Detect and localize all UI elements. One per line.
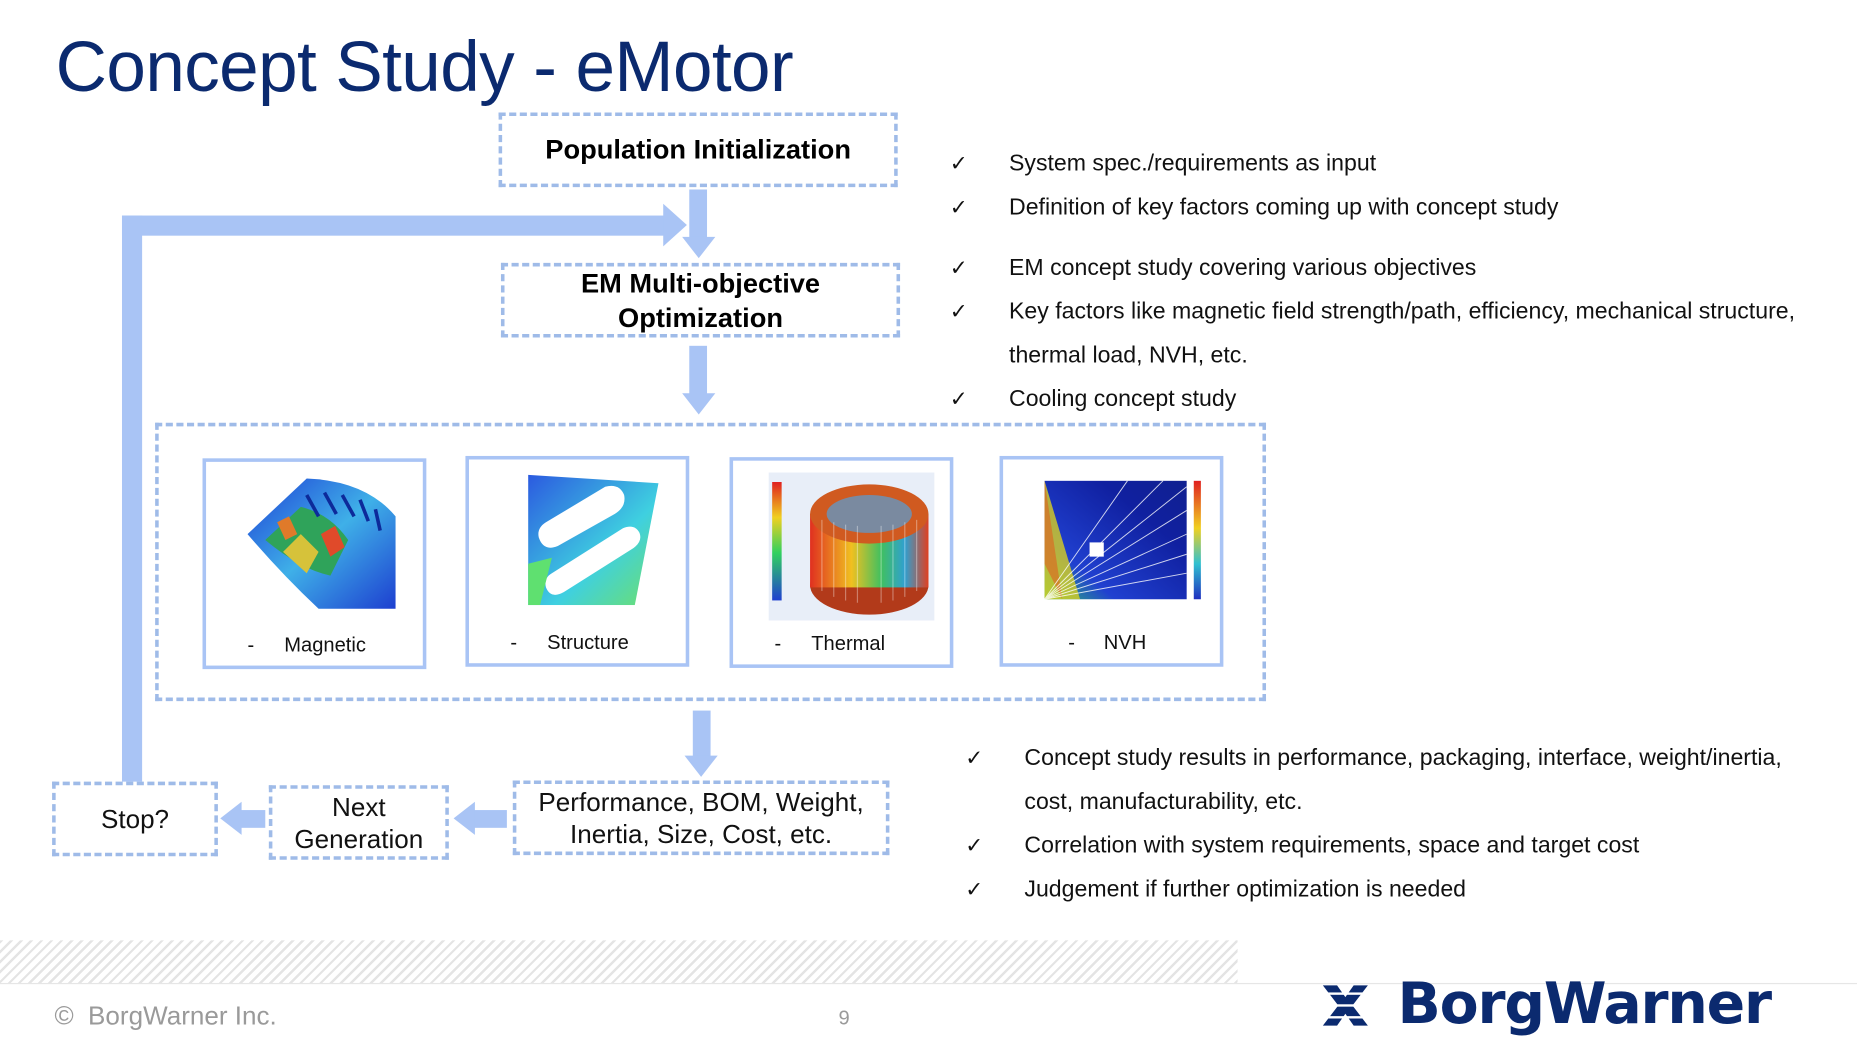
bullet-text: Concept study results in performance, pa… xyxy=(1024,744,1782,771)
down-arrow-2-head xyxy=(682,393,716,415)
copyright-text: BorgWarner Inc. xyxy=(88,1000,277,1031)
bullet-text: Key factors like magnetic field strength… xyxy=(1009,298,1796,325)
bullet-item: ✓ Key factors like magnetic field strengt… xyxy=(950,290,1795,334)
bullet-text: System spec./requirements as input xyxy=(1009,150,1377,177)
down-arrow-1-shaft xyxy=(689,189,708,240)
bullet-item-continuation: cost, manufacturability, etc. xyxy=(965,780,1782,824)
analysis-panel-thermal: - Thermal xyxy=(729,457,954,668)
check-icon: ✓ xyxy=(965,833,984,858)
bullet-item: ✓ Concept study results in performance, p… xyxy=(965,737,1782,781)
logo-wordmark: BorgWarner xyxy=(1397,971,1772,1038)
footer-stripe xyxy=(0,940,1238,983)
check-icon: ✓ xyxy=(965,746,984,770)
copyright-symbol: © xyxy=(54,1000,74,1031)
em-optimization-label-line2: Optimization xyxy=(618,301,783,333)
magnetic-dash: - xyxy=(247,633,255,657)
nvh-caption: NVH xyxy=(1103,631,1147,654)
loop-arrow-vertical xyxy=(121,215,143,785)
left-arrow-1-shaft xyxy=(473,810,507,828)
loop-arrow-head xyxy=(663,203,687,247)
bullet-item-continuation: thermal load, NVH, etc. xyxy=(950,334,1795,378)
thermal-simulation-image xyxy=(768,472,935,621)
loop-arrow-horizontal xyxy=(121,215,667,236)
stop-box: Stop? xyxy=(52,781,218,857)
down-arrow-2-shaft xyxy=(689,345,708,396)
bullet-text: Definition of key factors coming up with… xyxy=(1009,194,1559,221)
results-label-line1: Performance, BOM, Weight, xyxy=(538,786,864,817)
left-arrow-2-head xyxy=(220,801,242,835)
next-generation-label-line2: Generation xyxy=(294,823,424,854)
page-title: Concept Study - eMotor xyxy=(55,27,794,107)
thermal-caption: Thermal xyxy=(811,632,886,655)
down-arrow-3-shaft xyxy=(692,710,711,758)
check-icon: ✓ xyxy=(949,195,968,220)
structure-dash: - xyxy=(510,631,518,654)
bullet-item: ✓ Correlation with system requirements, s… xyxy=(965,824,1782,868)
check-icon: ✓ xyxy=(965,877,984,902)
results-box: Performance, BOM, Weight, Inertia, Size,… xyxy=(512,780,890,856)
page-number: 9 xyxy=(838,1006,850,1030)
bullets-bottom: ✓ Concept study results in performance, p… xyxy=(965,737,1782,912)
analysis-panel-structure: - Structure xyxy=(465,455,690,667)
check-icon: ✓ xyxy=(949,299,968,324)
structure-caption: Structure xyxy=(547,631,629,654)
footer-divider xyxy=(0,982,1857,985)
stop-label: Stop? xyxy=(100,804,170,834)
bullet-item: ✓ Judgement if further optimization is ne… xyxy=(965,868,1782,912)
thermal-dash: - xyxy=(774,632,782,655)
bullet-text: EM concept study covering various object… xyxy=(1009,254,1477,281)
bullet-item: ✓ System spec./requirements as input xyxy=(950,142,1795,186)
nvh-waterfall-image xyxy=(1032,468,1211,612)
structure-simulation-image xyxy=(528,474,659,606)
borgwarner-logo-icon xyxy=(1322,985,1368,1026)
analysis-panel-nvh: - NVH xyxy=(999,455,1224,667)
next-generation-label-line1: Next xyxy=(332,791,386,822)
results-label-line2: Inertia, Size, Cost, etc. xyxy=(570,818,833,849)
bullet-item: ✓ EM concept study covering various objec… xyxy=(950,246,1795,290)
check-icon: ✓ xyxy=(949,255,968,280)
bullet-text: cost, manufacturability, etc. xyxy=(1024,788,1303,815)
bullet-text: Cooling concept study xyxy=(1009,386,1237,413)
bullet-item: ✓ Cooling concept study xyxy=(950,378,1795,422)
population-initialization-box: Population Initialization xyxy=(498,112,898,188)
magnetic-caption: Magnetic xyxy=(284,633,366,657)
nvh-dash: - xyxy=(1068,631,1075,654)
left-arrow-1-head xyxy=(453,801,475,835)
magnetic-simulation-image xyxy=(247,478,396,609)
em-optimization-box: EM Multi-objective Optimization xyxy=(500,262,901,338)
check-icon: ✓ xyxy=(949,387,968,411)
bullet-text: Judgement if further optimization is nee… xyxy=(1024,876,1467,903)
next-generation-box: Next Generation xyxy=(268,785,449,860)
down-arrow-1-head xyxy=(682,236,716,259)
bullet-text: thermal load, NVH, etc. xyxy=(1009,342,1248,369)
down-arrow-3-head xyxy=(684,755,718,777)
check-icon: ✓ xyxy=(949,151,968,176)
em-optimization-label-line1: EM Multi-objective xyxy=(580,267,821,298)
bullet-text: Correlation with system requirements, sp… xyxy=(1024,832,1640,859)
bullet-item: ✓ Definition of key factors coming up wit… xyxy=(950,186,1795,230)
left-arrow-2-shaft xyxy=(239,810,266,828)
copyright: © BorgWarner Inc. xyxy=(54,1001,276,1032)
analysis-panel-magnetic: - Magnetic xyxy=(202,458,427,670)
population-initialization-label: Population Initialization xyxy=(545,133,851,165)
bullets-top: ✓ System spec./requirements as input ✓ Def… xyxy=(950,142,1795,421)
